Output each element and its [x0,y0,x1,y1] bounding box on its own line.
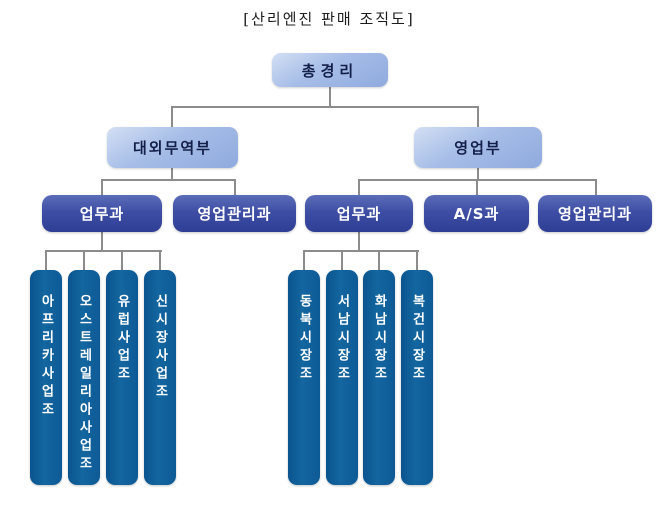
connector [45,250,162,252]
org-box-label: 영업관리과 [557,205,632,223]
org-box-label: 업무과 [336,205,382,223]
org-box-team-northeast-market: 동북시장조 [288,270,320,485]
org-box-team-australia: 오스트레일리아사업조 [68,270,100,485]
org-box-sales-dept: 영업부 [414,127,542,168]
connector [378,250,380,271]
connector [159,250,161,271]
connector [171,106,479,108]
connector [101,179,103,196]
connector [416,250,418,271]
org-box-label: 영업관리과 [197,205,272,223]
connector [476,179,478,196]
org-box-foreign-trade-dept: 대외무역부 [107,127,238,168]
org-box-team-south-china-market: 화남시장조 [363,270,395,485]
org-box-general-manager: 총경리 [272,53,388,87]
org-box-team-southwest-market: 서남시장조 [326,270,358,485]
org-box-as-section: A/S과 [424,195,529,232]
org-box-label: 동북시장조 [296,294,312,384]
org-box-label: 대외무역부 [132,139,212,157]
org-box-label: 화남시장조 [371,294,387,384]
org-box-label: 영업부 [454,139,502,157]
org-box-team-new-market: 신시장사업조 [144,270,176,485]
connector [341,250,343,271]
connector [45,250,47,271]
org-box-sales-admin-section-sales: 영업관리과 [538,195,652,232]
connector [329,86,331,107]
org-box-operations-section-trade: 업무과 [42,195,162,232]
org-box-label: 신시장사업조 [152,294,168,402]
org-box-label: 업무과 [79,205,125,223]
org-box-sales-admin-section-trade: 영업관리과 [173,195,296,232]
org-box-label: 서남시장조 [334,294,350,384]
org-box-operations-section-sales: 업무과 [305,195,413,232]
chart-title: [산리엔진 판매 조직도] [243,10,415,28]
connector [303,250,419,252]
connector [83,250,85,271]
org-box-label: 유럽사업조 [114,294,130,384]
org-box-team-africa: 아프리카사업조 [30,270,62,485]
connector [234,179,236,196]
org-box-label: 복건시장조 [409,294,425,384]
org-box-label: 총경리 [301,61,359,80]
connector [101,231,103,251]
connector [171,167,173,180]
connector [101,179,236,181]
connector [477,106,479,128]
connector [121,250,123,271]
connector [358,179,360,196]
connector [303,250,305,271]
connector [171,106,173,128]
org-box-label: A/S과 [453,205,500,223]
org-box-label: 오스트레일리아사업조 [76,294,92,474]
org-box-team-fujian-market: 복건시장조 [401,270,433,485]
connector [595,179,597,196]
org-box-team-europe: 유럽사업조 [106,270,138,485]
org-box-label: 아프리카사업조 [38,294,54,420]
connector [477,167,479,180]
connector [358,231,360,251]
